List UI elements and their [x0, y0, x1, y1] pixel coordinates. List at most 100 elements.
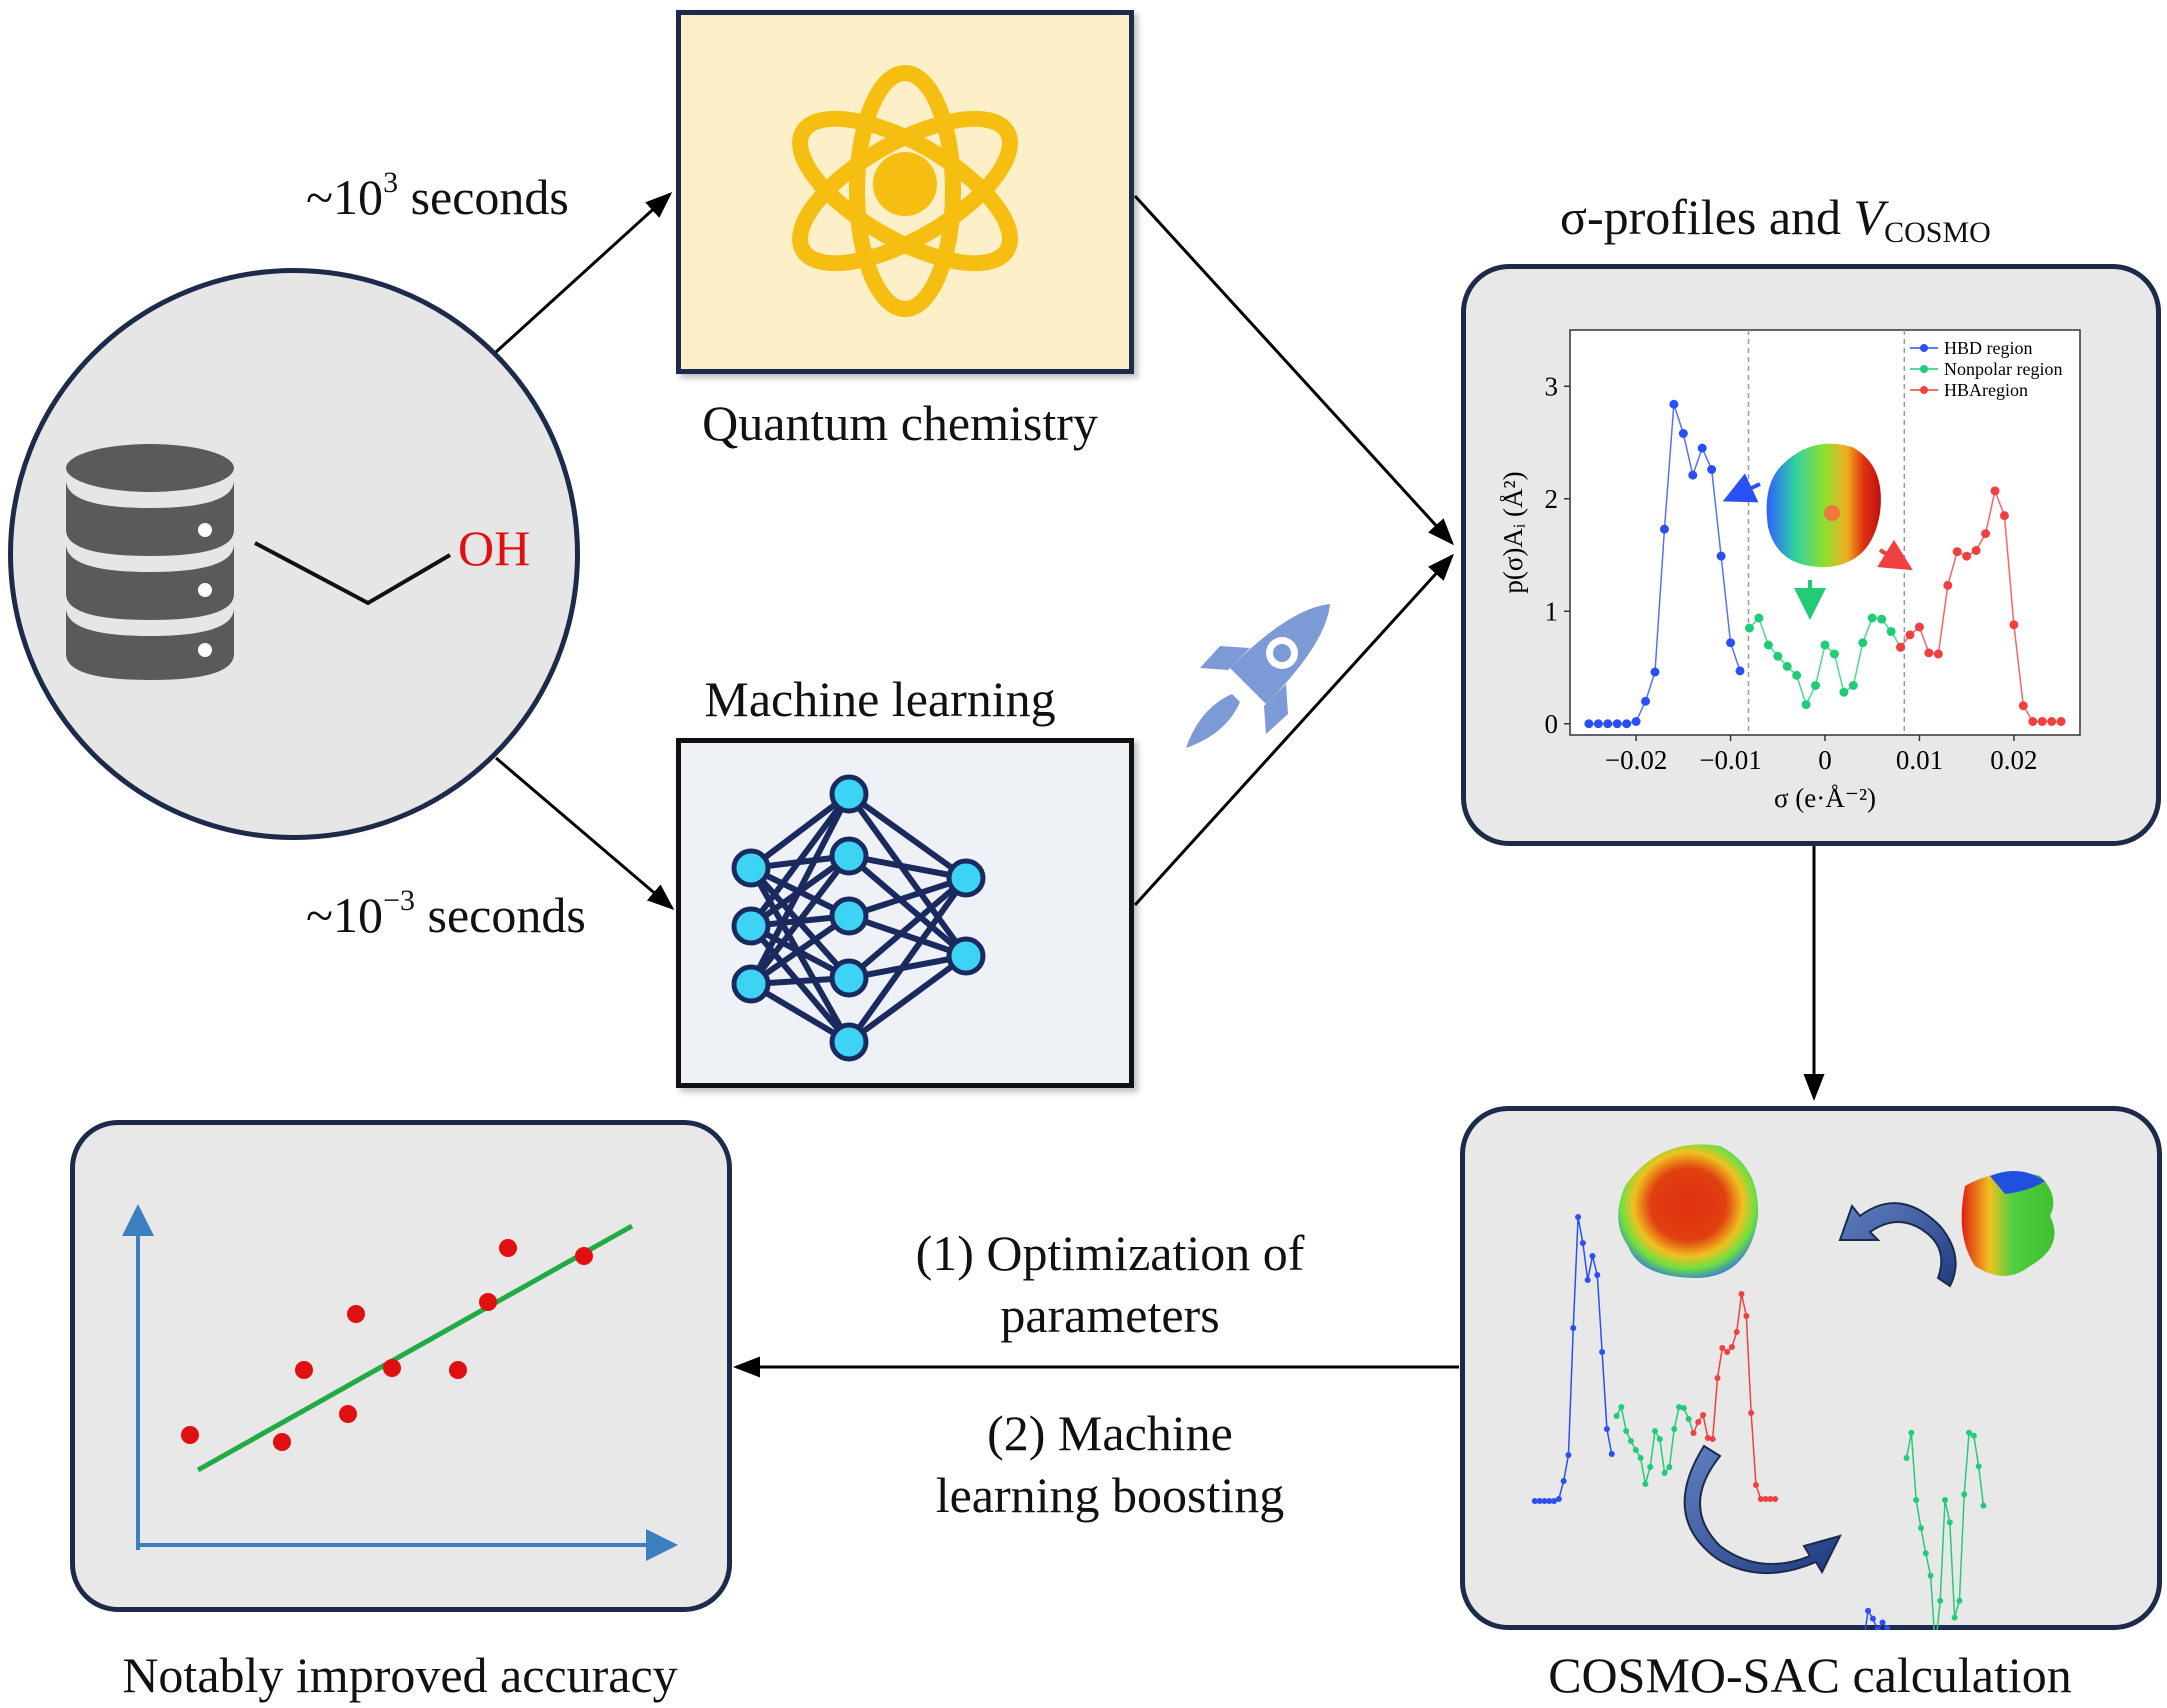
nn-edge [848, 913, 967, 959]
nn-edge [848, 875, 967, 919]
data-point [1612, 719, 1622, 729]
mini-data-point [1748, 1410, 1755, 1416]
nn-edge [848, 953, 967, 981]
machine-learning-box [676, 738, 1134, 1088]
data-point [1603, 719, 1613, 729]
mini-data-point [1942, 1497, 1948, 1503]
nn-node [946, 858, 986, 898]
mini-data-point [1637, 1455, 1644, 1461]
legend-marker [1920, 344, 1928, 352]
mini-data-point [1589, 1253, 1596, 1259]
step2-line1: (2) Machine [987, 1405, 1233, 1461]
mini-data-point [1603, 1426, 1610, 1432]
data-point [1726, 638, 1736, 648]
mini-data-point [1661, 1470, 1668, 1476]
mini-data-point [1709, 1436, 1716, 1442]
mini-series-line [1864, 1608, 1889, 1630]
mini-data-point [1913, 1497, 1920, 1503]
mini-data-point [1623, 1428, 1630, 1434]
data-point [1896, 642, 1906, 652]
data-point [1914, 622, 1924, 632]
mini-data-point [1680, 1405, 1687, 1411]
mini-data-point [1618, 1404, 1625, 1410]
legend-entry: HBAregion [1944, 380, 2028, 400]
data-point [1924, 648, 1934, 658]
mini-data-point [1733, 1329, 1740, 1335]
data-point [1754, 613, 1764, 623]
accuracy-scatter-plot [122, 1204, 678, 1561]
data-point [1593, 719, 1603, 729]
data-point [1886, 627, 1896, 636]
nn-node [829, 896, 869, 936]
data-point [1981, 529, 1991, 539]
nn-node [829, 836, 869, 876]
neural-network-icon [731, 774, 986, 1062]
nn-edge [846, 792, 969, 958]
data-point [1707, 465, 1717, 474]
mini-data-point [1724, 1349, 1731, 1355]
data-point [1622, 719, 1632, 729]
mini-data-point [1671, 1426, 1678, 1432]
data-point [1792, 670, 1802, 680]
mini-data-point [1594, 1272, 1601, 1278]
nn-edge [748, 792, 852, 928]
data-point [1829, 649, 1839, 659]
cosmo-sac-label: COSMO-SAC calculation [1548, 1647, 2072, 1703]
data-point [1650, 667, 1660, 677]
x-tick-label: −0.01 [1699, 745, 1761, 775]
data-point [1716, 551, 1726, 561]
mini-data-point [1536, 1498, 1543, 1504]
nn-edge [749, 913, 851, 987]
mini-data-point [1869, 1615, 1876, 1622]
mini-data-point [1700, 1412, 1707, 1418]
data-point [1773, 651, 1783, 661]
quantum-chemistry-label: Quantum chemistry [702, 395, 1098, 451]
data-point [1678, 429, 1688, 438]
y-tick-label: 3 [1545, 371, 1559, 401]
data-point [1584, 719, 1594, 729]
data-point [1688, 470, 1698, 480]
mini-data-point [1951, 1614, 1958, 1621]
data-point [1848, 681, 1858, 690]
mini-series-line [1534, 1216, 1613, 1502]
y-tick-label: 1 [1545, 596, 1559, 626]
step1-line1: (1) Optimization of [915, 1225, 1305, 1281]
mini-data-point [1652, 1428, 1658, 1434]
mini-data-point [1917, 1525, 1924, 1531]
mini-data-point [1757, 1496, 1764, 1502]
mini-data-point [1970, 1432, 1977, 1439]
mini-data-point [1642, 1481, 1649, 1487]
data-point [1641, 696, 1651, 706]
nn-node [731, 906, 771, 946]
data-point [1971, 546, 1981, 555]
mini-data-point [1584, 1277, 1591, 1283]
data-point [2047, 717, 2057, 726]
data-point [1933, 649, 1943, 659]
mini-data-point [1767, 1496, 1774, 1502]
nn-edge [848, 853, 967, 881]
mini-data-point [1879, 1619, 1886, 1626]
mini-data-point [1908, 1429, 1915, 1436]
nn-edge [847, 853, 968, 959]
mini-data-point [1541, 1498, 1548, 1504]
mini-data-point [1966, 1429, 1973, 1436]
mini-data-point [1695, 1419, 1702, 1425]
data-point [1744, 623, 1754, 633]
mini-data-point [1922, 1550, 1929, 1557]
nn-edge [748, 792, 852, 986]
data-point [2018, 701, 2028, 711]
arrow-db-to-ml [495, 756, 675, 910]
data-point [1811, 681, 1821, 690]
arrow-qc-to-profile [1133, 194, 1455, 546]
mini-data-point [1560, 1478, 1567, 1484]
rocket-icon [1186, 604, 1330, 748]
data-point [2056, 717, 2066, 726]
data-point [1801, 700, 1811, 710]
nn-edge [847, 791, 968, 881]
mini-data-point [1575, 1214, 1582, 1220]
mini-data-point [1719, 1345, 1726, 1351]
y-tick-label: 0 [1545, 709, 1559, 739]
nn-edge [847, 875, 968, 981]
ml-time-label: ~10−3 seconds [306, 884, 586, 943]
